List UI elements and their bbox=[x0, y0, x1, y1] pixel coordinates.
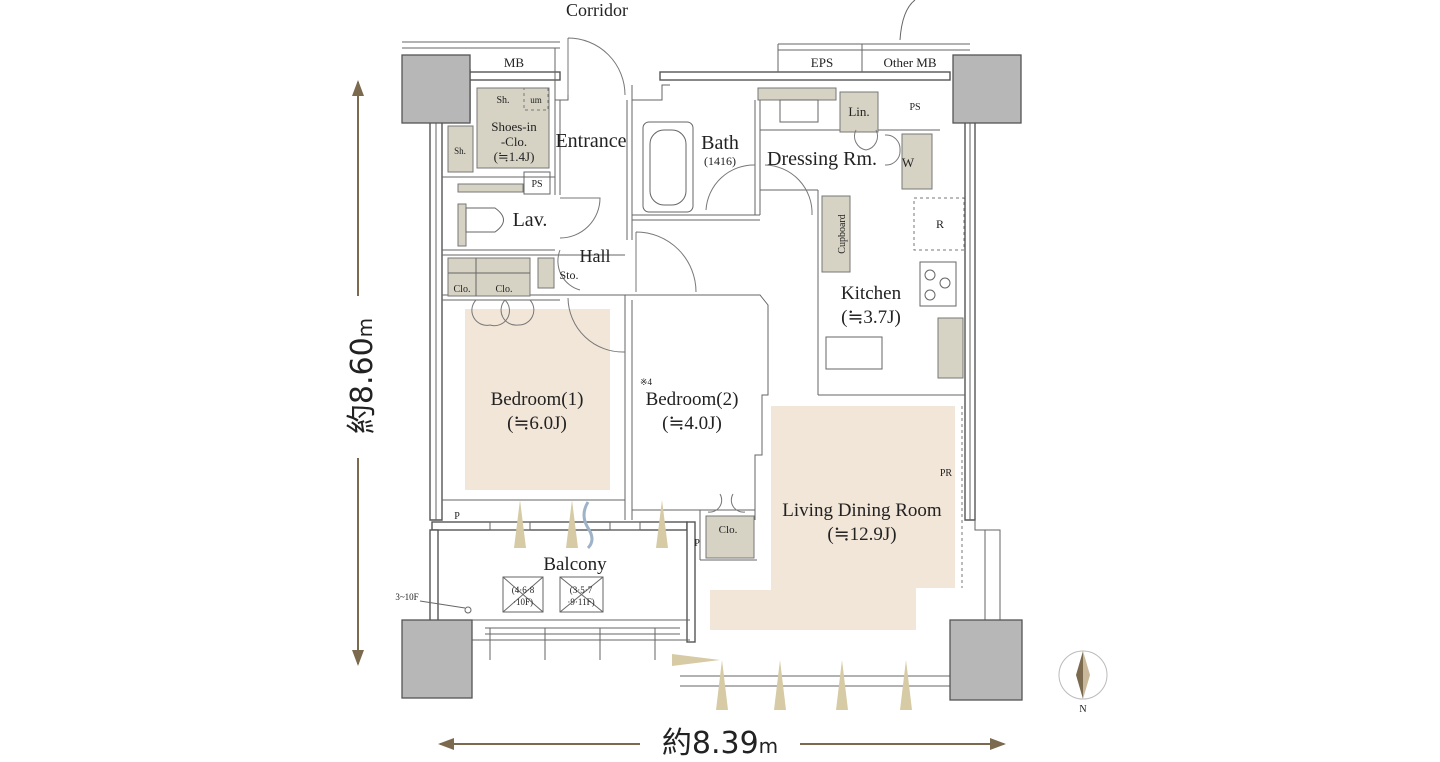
door-swings bbox=[471, 37, 901, 513]
bedroom1-floor bbox=[465, 309, 610, 490]
label-bedroom2-size: (≒4.0J) bbox=[662, 413, 722, 434]
label-ps-top: PS bbox=[909, 102, 920, 113]
label-sto: Sto. bbox=[559, 268, 578, 282]
outer-walls bbox=[402, 0, 1010, 687]
label-sh-top: Sh. bbox=[496, 95, 509, 106]
label-floors-b1: (3·5·7 bbox=[570, 585, 593, 595]
fridge-space bbox=[913, 197, 965, 251]
height-value: 8.60 bbox=[345, 337, 380, 404]
width-unit: m bbox=[759, 734, 778, 758]
label-floors-b2: ·9·11F) bbox=[567, 597, 594, 607]
label-cupboard: Cupboard bbox=[837, 214, 848, 253]
label-other-mb: Other MB bbox=[883, 55, 936, 70]
svg-text:約8.39m: 約8.39m bbox=[662, 726, 778, 761]
label-ps-mid: PS bbox=[531, 179, 542, 190]
label-um: um bbox=[530, 95, 542, 105]
label-shoes-3: (≒1.4J) bbox=[494, 149, 535, 164]
label-floors-c: 3~10F bbox=[395, 592, 418, 602]
column bbox=[952, 54, 1022, 124]
label-eps: EPS bbox=[811, 55, 833, 70]
label-w: W bbox=[902, 155, 915, 170]
label-dressing: Dressing Rm. bbox=[767, 148, 877, 170]
label-kitchen-size: (≒3.7J) bbox=[841, 307, 901, 328]
label-bath-size: (1416) bbox=[704, 154, 736, 168]
label-p1: P bbox=[454, 511, 460, 522]
storage bbox=[537, 257, 555, 289]
washer bbox=[901, 133, 933, 190]
label-floors-a1: (4·6·8 bbox=[512, 585, 535, 595]
label-bedroom1-size: (≒6.0J) bbox=[507, 413, 567, 434]
outdoor-unit bbox=[502, 576, 544, 613]
toilet bbox=[465, 207, 504, 233]
toilet-counter bbox=[457, 183, 524, 193]
linen-cabinet bbox=[839, 91, 879, 133]
label-shoes-1: Shoes-in bbox=[491, 119, 537, 134]
label-bedroom2: Bedroom(2) bbox=[646, 389, 739, 410]
ps-box bbox=[523, 171, 551, 195]
vanity bbox=[757, 87, 837, 101]
vanity-sink bbox=[779, 99, 819, 123]
label-floors-a2: ·10F) bbox=[513, 597, 533, 607]
light-indicators bbox=[514, 500, 912, 710]
room-labels: Corridor MB EPS Other MB Sh. um Shoes-in… bbox=[395, 0, 952, 607]
living-floor bbox=[710, 406, 955, 630]
bathtub bbox=[642, 121, 694, 213]
drain bbox=[464, 606, 472, 614]
label-shoes-2: -Clo. bbox=[501, 134, 527, 149]
label-living-size: (≒12.9J) bbox=[827, 524, 896, 545]
label-lin: Lin. bbox=[848, 104, 869, 119]
label-kitchen: Kitchen bbox=[841, 283, 902, 304]
height-prefix: 約 bbox=[345, 404, 380, 434]
label-clo2: Clo. bbox=[496, 284, 513, 295]
label-sh-left: Sh. bbox=[454, 146, 466, 156]
kitchen-island bbox=[825, 336, 883, 370]
column bbox=[401, 619, 473, 699]
umbrella-rack bbox=[523, 87, 549, 111]
cupboard bbox=[821, 195, 851, 273]
width-prefix: 約 bbox=[662, 726, 692, 761]
interior-walls bbox=[442, 100, 965, 588]
label-lav: Lav. bbox=[513, 209, 548, 231]
label-bedroom1: Bedroom(1) bbox=[491, 389, 584, 410]
shoes-cabinet bbox=[476, 87, 550, 169]
label-pr: PR bbox=[940, 468, 953, 479]
label-note4: ※4 bbox=[640, 377, 653, 387]
closet-bedroom1 bbox=[447, 257, 531, 297]
column bbox=[401, 54, 471, 124]
label-mb: MB bbox=[504, 55, 525, 70]
label-balcony: Balcony bbox=[543, 554, 607, 575]
bathtub-inner bbox=[649, 129, 687, 206]
burner bbox=[924, 289, 936, 301]
window bbox=[489, 521, 531, 531]
label-clo1: Clo. bbox=[454, 284, 471, 295]
window bbox=[609, 521, 641, 531]
stove bbox=[919, 261, 957, 307]
width-value: 8.39 bbox=[692, 726, 759, 761]
compass-n: N bbox=[1079, 704, 1086, 715]
height-dimension: 約8.60m bbox=[345, 80, 380, 666]
kitchen-counter-right bbox=[937, 317, 964, 379]
label-clo3: Clo. bbox=[719, 524, 738, 536]
shoe-shelf-left bbox=[447, 125, 474, 173]
outdoor-unit bbox=[559, 576, 604, 613]
svg-text:約8.60m: 約8.60m bbox=[345, 318, 380, 434]
label-corridor: Corridor bbox=[566, 0, 628, 20]
label-hall: Hall bbox=[580, 246, 611, 266]
toilet-tank bbox=[457, 203, 467, 247]
height-unit: m bbox=[353, 318, 377, 337]
width-dimension: 約8.39m bbox=[438, 726, 1006, 761]
closet-bedroom2 bbox=[705, 515, 755, 559]
compass: N bbox=[1058, 650, 1108, 715]
label-p2: P bbox=[694, 538, 700, 549]
label-bath: Bath bbox=[701, 132, 739, 154]
label-living: Living Dining Room bbox=[782, 500, 942, 521]
label-r: R bbox=[936, 217, 944, 231]
column bbox=[949, 619, 1023, 701]
burner bbox=[939, 277, 951, 289]
label-entrance: Entrance bbox=[555, 130, 626, 152]
burner bbox=[924, 269, 936, 281]
